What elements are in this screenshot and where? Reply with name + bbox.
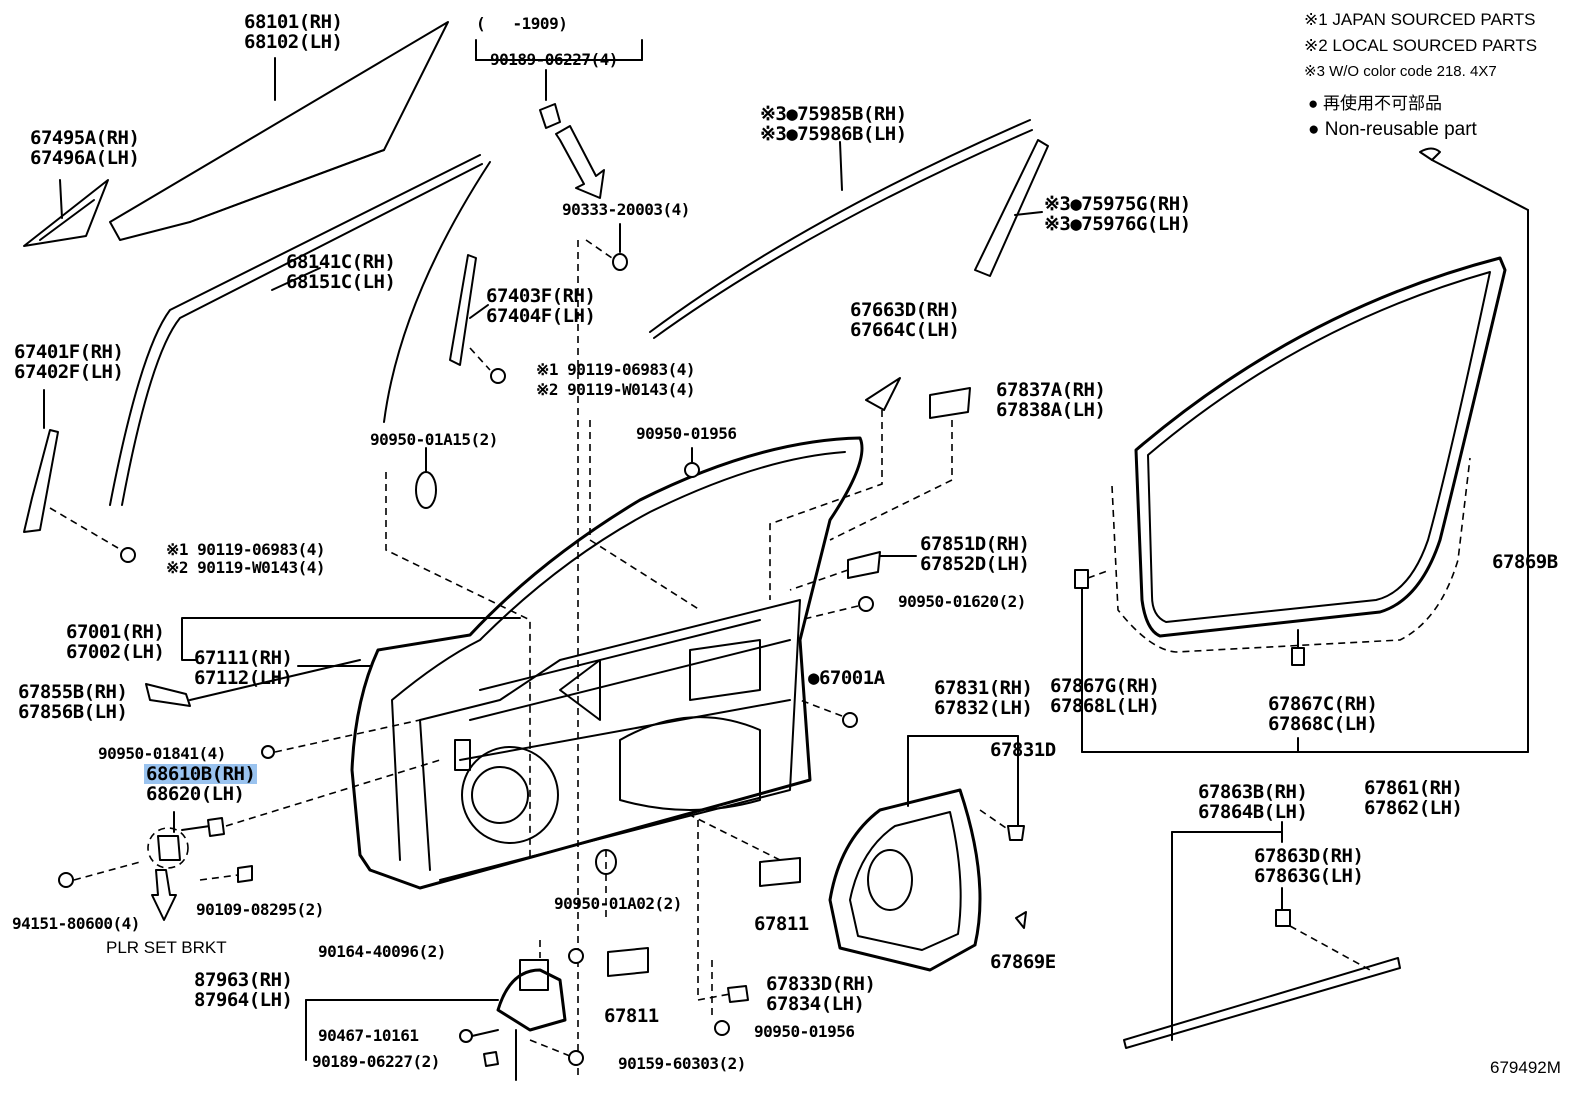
- part-label: ●67001A: [808, 667, 885, 689]
- top-clip-arrow: [475, 39, 643, 1080]
- door-hinge: [58, 719, 441, 921]
- part-label: 67834(LH): [766, 993, 865, 1015]
- part-label: 67832(LH): [934, 697, 1033, 719]
- part-label: 67495A(RH): [30, 127, 140, 149]
- part-label: 67867C(RH): [1268, 693, 1378, 715]
- part-label: 67001(RH): [66, 621, 165, 643]
- service-hole-cover: [828, 735, 1027, 972]
- part-label: ※2 90119-W0143(4): [536, 380, 696, 399]
- part-label: 90950-01841(4): [98, 744, 226, 763]
- part-label: 67855B(RH): [18, 681, 128, 703]
- part-label: 67002(LH): [66, 641, 165, 663]
- part-label: ※3●75986B(LH): [760, 123, 907, 145]
- part-label: ※1 90119-06983(4): [166, 540, 326, 559]
- part-label: 90109-08295(2): [196, 900, 324, 919]
- part-label: 90950-01956: [754, 1022, 855, 1041]
- belt-mouldings: [649, 119, 1049, 339]
- part-label: 67864B(LH): [1198, 801, 1308, 823]
- part-label: 87963(RH): [194, 969, 293, 991]
- part-label: PLR SET BRKT: [106, 938, 227, 957]
- part-label: 67867G(RH): [1050, 675, 1160, 697]
- glass-run-channel: [109, 154, 483, 506]
- part-label: 87964(LH): [194, 989, 293, 1011]
- part-label: 67838A(LH): [996, 399, 1106, 421]
- corner-garnish: [23, 179, 109, 247]
- part-label: 90950-01A02(2): [554, 894, 682, 913]
- part-label: ※3●75976G(LH): [1044, 213, 1191, 235]
- part-label: 67861(RH): [1364, 777, 1463, 799]
- part-label: 67869B: [1492, 551, 1558, 573]
- part-label: 90950-01A15(2): [370, 430, 498, 449]
- front-garnish: [383, 161, 506, 423]
- part-label: 90189-06227(2): [312, 1052, 440, 1071]
- part-label: 68151C(LH): [286, 271, 396, 293]
- part-label-highlighted: 68610B(RH): [144, 763, 258, 785]
- part-label: 90950-01956: [636, 424, 737, 443]
- part-label: 90164-40096(2): [318, 942, 446, 961]
- part-label: 90333-20003(4): [562, 200, 690, 219]
- part-label: 67851D(RH): [920, 533, 1030, 555]
- label-stickers: [607, 813, 801, 977]
- door-lock: [305, 940, 584, 1081]
- part-label: 67403F(RH): [486, 285, 596, 307]
- part-label: 67111(RH): [194, 647, 293, 669]
- part-label: 90189-06227(4): [490, 50, 618, 69]
- legend-note: ※2 LOCAL SOURCED PARTS: [1304, 36, 1538, 55]
- part-label: 67402F(LH): [14, 361, 124, 383]
- part-label: 67863B(RH): [1198, 781, 1308, 803]
- part-label: 67401F(RH): [14, 341, 124, 363]
- part-label: 67663D(RH): [850, 299, 960, 321]
- part-label: 67863D(RH): [1254, 845, 1364, 867]
- part-label: 67831(RH): [934, 677, 1033, 699]
- part-label: 68141C(RH): [286, 251, 396, 273]
- part-label: 67496A(LH): [30, 147, 140, 169]
- part-label: 67811: [604, 1005, 659, 1027]
- part-label: 67869E: [990, 951, 1056, 973]
- part-label: 67664C(LH): [850, 319, 960, 341]
- legend-note: ※1 JAPAN SOURCED PARTS: [1304, 10, 1536, 29]
- drawing-code: 679492M: [1490, 1058, 1561, 1077]
- part-label: 67862(LH): [1364, 797, 1463, 819]
- part-label: 68101(RH): [244, 11, 343, 33]
- part-label: 67856B(LH): [18, 701, 128, 723]
- part-label: 94151-80600(4): [12, 914, 140, 933]
- part-label: 67868C(LH): [1268, 713, 1378, 735]
- legend-note: ※3 W/O color code 218. 4X7: [1304, 63, 1497, 80]
- part-label: 90950-01620(2): [898, 592, 1026, 611]
- part-label: 67833D(RH): [766, 973, 876, 995]
- door-lower-moulding: [1123, 821, 1401, 1049]
- part-label: 90159-60303(2): [618, 1054, 746, 1073]
- part-label: 67852D(LH): [920, 553, 1030, 575]
- part-label: 67868L(LH): [1050, 695, 1160, 717]
- door-glass: [109, 21, 449, 241]
- legend-note-en: ● Non-reusable part: [1308, 119, 1477, 140]
- door-weatherstrip: [1074, 147, 1529, 753]
- part-label: 67112(LH): [194, 667, 293, 689]
- part-label: 67831D: [990, 739, 1056, 761]
- part-label: ※3●75985B(RH): [760, 103, 907, 125]
- part-label: 67863G(LH): [1254, 865, 1364, 887]
- legend-note-jp: ● 再使用不可部品: [1308, 94, 1442, 113]
- part-label: 67811: [754, 913, 809, 935]
- window-regulator-bar: [23, 389, 136, 563]
- part-label: 68620(LH): [146, 783, 245, 805]
- part-label: ※3●75975G(RH): [1044, 193, 1191, 215]
- part-label: ※2 90119-W0143(4): [166, 558, 326, 577]
- part-label: ※1 90119-06983(4): [536, 360, 696, 379]
- part-label: 67404F(LH): [486, 305, 596, 327]
- part-label: ( -1909): [476, 14, 568, 33]
- fasteners: [145, 377, 971, 1036]
- part-label: 67837A(RH): [996, 379, 1106, 401]
- part-label: 90467-10161: [318, 1026, 419, 1045]
- part-label: 68102(LH): [244, 31, 343, 53]
